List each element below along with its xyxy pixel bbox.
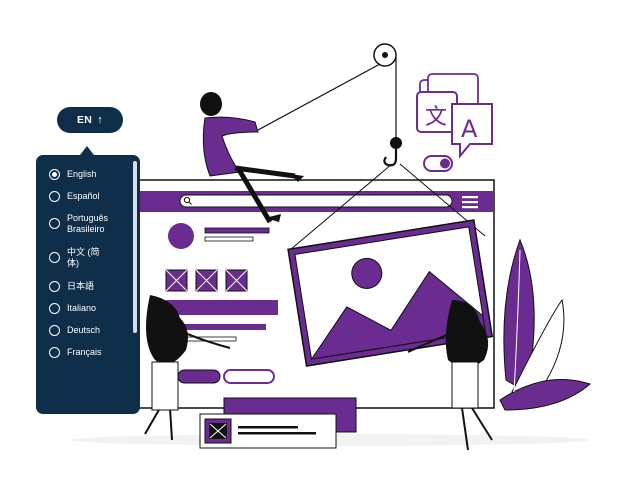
person-right xyxy=(407,300,493,451)
menu-scrollbar[interactable] xyxy=(133,161,137,333)
language-option-chinese[interactable]: 中文 (简体) xyxy=(49,247,140,269)
language-option-italian[interactable]: Italiano xyxy=(49,303,140,314)
language-option-english[interactable]: English xyxy=(49,169,140,180)
language-option-japanese[interactable]: 日本語 xyxy=(49,281,140,292)
radio-icon[interactable] xyxy=(49,325,60,336)
language-option-german[interactable]: Deutsch xyxy=(49,325,140,336)
language-label: Português Brasileiro xyxy=(67,213,109,234)
hook-icon xyxy=(383,149,398,167)
radio-icon[interactable] xyxy=(49,252,60,263)
language-menu: English Español Português Brasileiro 中文 … xyxy=(36,155,140,414)
menu-caret xyxy=(80,146,94,155)
floating-cards xyxy=(199,397,357,449)
translate-icon: 文 A xyxy=(416,73,493,159)
language-label: 中文 (简体) xyxy=(67,247,100,268)
radio-icon[interactable] xyxy=(49,347,60,358)
radio-icon[interactable] xyxy=(49,303,60,314)
radio-icon[interactable] xyxy=(49,218,60,229)
language-label: Español xyxy=(67,191,100,201)
language-label: English xyxy=(67,169,97,179)
person-pulling-rope xyxy=(200,92,304,224)
language-label: Deutsch xyxy=(67,325,101,335)
language-list: English Español Português Brasileiro 中文 … xyxy=(49,169,140,358)
radio-icon[interactable] xyxy=(49,281,60,292)
radio-icon[interactable] xyxy=(49,191,60,202)
language-label: Italiano xyxy=(67,303,97,313)
language-option-spanish[interactable]: Español xyxy=(49,191,140,202)
arrow-up-icon: ↑ xyxy=(97,113,103,126)
person-left xyxy=(144,295,231,441)
svg-text:A: A xyxy=(461,115,478,143)
language-label: 日本語 xyxy=(67,281,95,291)
language-selector-button[interactable]: EN ↑ xyxy=(57,107,123,133)
radio-selected-icon[interactable] xyxy=(49,169,60,180)
language-label: Français xyxy=(67,347,102,357)
language-code: EN xyxy=(77,114,93,126)
search-icon xyxy=(183,196,192,205)
hamburger-icon xyxy=(462,196,478,209)
toggle-icon xyxy=(423,155,453,172)
language-option-french[interactable]: Français xyxy=(49,347,140,358)
plant-leaves xyxy=(499,238,592,411)
language-option-portuguese[interactable]: Português Brasileiro xyxy=(49,213,140,235)
svg-text:文: 文 xyxy=(425,105,447,130)
thumbnail-row xyxy=(165,269,248,292)
